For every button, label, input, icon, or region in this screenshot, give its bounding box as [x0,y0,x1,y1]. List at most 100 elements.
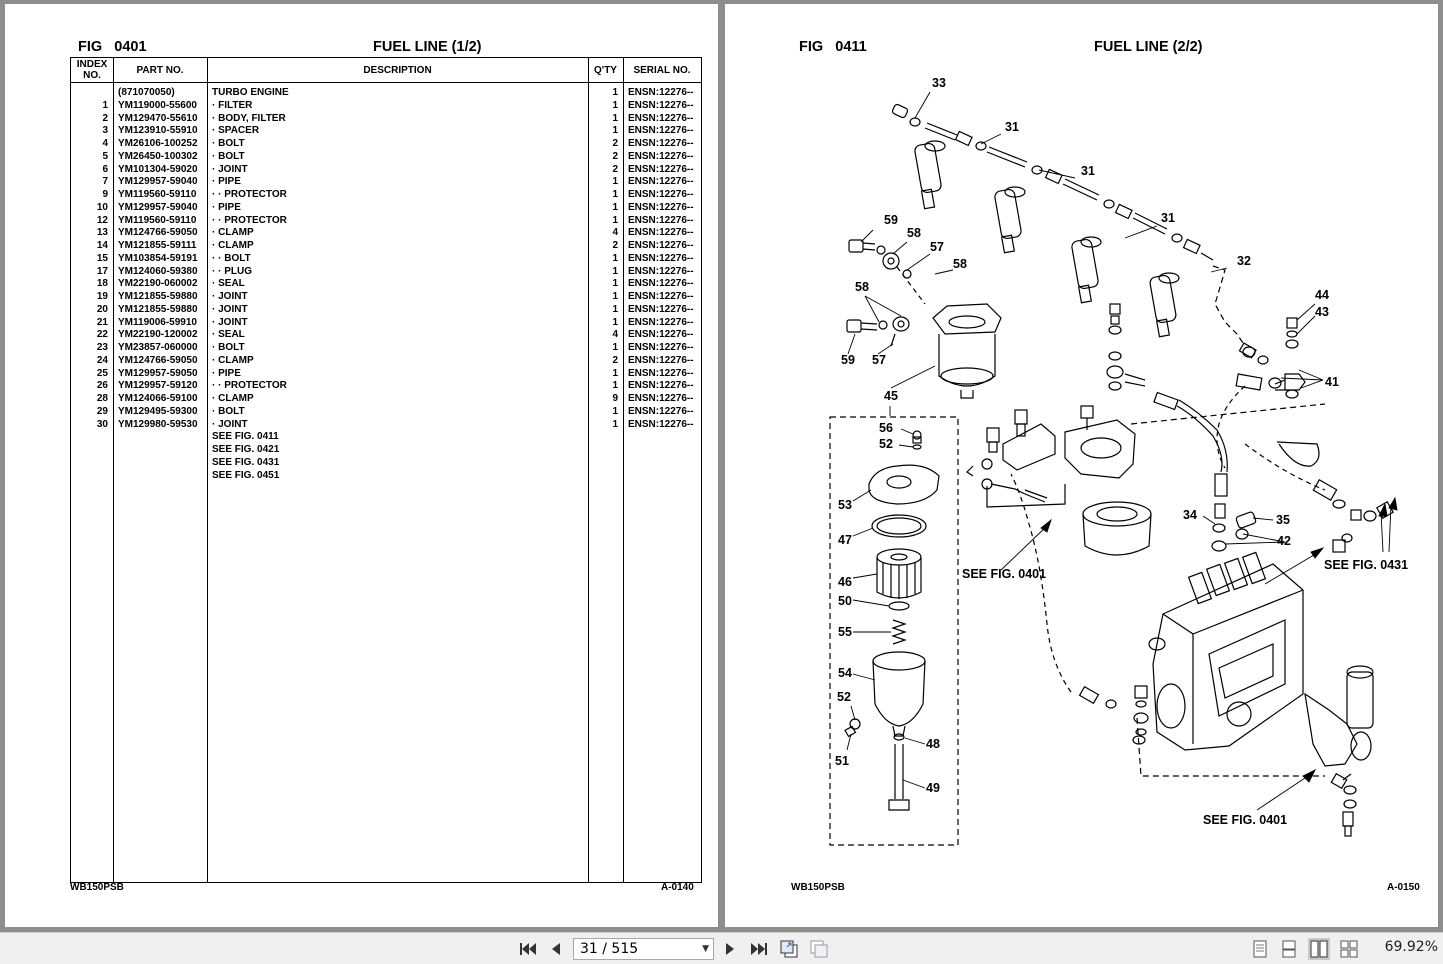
serial-cell: ENSN:12276-- [628,354,694,366]
two-page-view-button[interactable] [1308,938,1330,960]
serial-cell: ENSN:12276-- [628,278,694,290]
serial-cell: ENSN:12276-- [628,99,694,111]
description-cell: · BODY, FILTER [212,112,286,124]
part-number-cell: YM26450-100302 [118,150,198,162]
quantity-cell: 9 [612,393,618,404]
index-cell: 17 [96,265,108,277]
index-cell: 7 [102,176,108,188]
left-page: FIG 0401 FUEL LINE (1/2) INDEX NO. PART … [5,4,718,927]
last-page-button[interactable] [749,939,769,959]
callout-43: 43 [1315,305,1329,319]
serial-cell: ENSN:12276-- [628,342,694,353]
serial-cell: ENSN:12276-- [628,393,694,404]
viewer-toolbar: 31 / 515 ▼ 69.92% [0,932,1443,964]
parts-table: INDEX NO. PART NO. DESCRIPTION Q'TY SERI… [70,57,702,883]
description-cell: · · PROTECTOR [212,380,287,392]
callout-34: 34 [1183,508,1197,522]
footer-model: WB150PSB [70,882,124,893]
fig-number: 0411 [835,39,867,55]
chevron-down-icon[interactable]: ▼ [702,944,709,954]
description-cell: · BOLT [212,138,245,149]
see-fig-0401-label: SEE FIG. 0401 [962,567,1047,581]
single-page-view-button[interactable] [1249,938,1271,960]
index-cell: 14 [96,240,108,251]
index-cell: 10 [96,201,108,213]
description-cell: · BOLT [212,150,245,162]
two-page-continuous-view-button[interactable] [1338,938,1360,960]
first-page-button[interactable] [518,939,538,959]
part-number-cell: YM124766-59050 [118,354,198,366]
header-index: INDEX NO. [76,59,108,81]
rotate-back-button[interactable] [779,939,799,959]
serial-cell: ENSN:12276-- [628,201,694,213]
rotate-forward-button[interactable] [809,939,829,959]
index-cell: 29 [96,405,108,417]
quantity-cell: 1 [612,87,618,98]
description-cell: · CLAMP [212,227,254,239]
table-row: SEE FIG. 0431 [71,457,701,470]
exploded-box [829,416,959,846]
prev-page-button[interactable] [546,939,566,959]
serial-cell: ENSN:12276-- [628,150,694,162]
part-number-cell: YM119560-59110 [118,189,197,200]
right-page: FIG 0411 FUEL LINE (2/2) [725,4,1438,927]
table-row: SEE FIG. 0421 [71,444,701,457]
see-fig-0401-label: SEE FIG. 0401 [1203,813,1288,827]
fig-label: FIG 0401 [78,39,147,55]
serial-cell: ENSN:12276-- [628,303,694,315]
serial-cell: ENSN:12276-- [628,112,694,124]
index-cell: 12 [96,214,108,226]
part-number-cell: YM101304-59020 [118,163,198,175]
continuous-view-button[interactable] [1278,938,1300,960]
zoom-level[interactable]: 69.92% [1384,939,1438,955]
description-cell: · CLAMP [212,354,254,366]
serial-cell: ENSN:12276-- [628,380,694,392]
callout-56: 56 [879,421,893,435]
callout-42: 42 [1277,534,1291,548]
serial-cell: ENSN:12276-- [628,329,694,341]
part-number-cell: YM22190-120002 [118,329,198,341]
index-cell: 26 [96,380,108,392]
two-page-continuous-icon [1340,940,1358,958]
last-page-icon [751,943,767,955]
quantity-cell: 1 [612,214,618,226]
serial-cell: ENSN:12276-- [628,214,694,226]
rotate-forward-icon [810,940,828,958]
quantity-cell: 1 [612,278,618,290]
index-cell: 19 [96,291,108,302]
index-cell: 2 [102,112,108,124]
index-cell: 3 [102,125,108,137]
quantity-cell: 1 [612,176,618,188]
injectors-group [914,140,1180,338]
callout-51: 51 [835,754,849,768]
serial-cell: ENSN:12276-- [628,316,694,328]
part-number-cell: YM129957-59120 [118,380,198,392]
callout-31: 31 [1081,164,1095,178]
description-cell: · JOINT [212,163,248,175]
quantity-cell: 2 [612,138,618,149]
index-cell: 6 [102,163,108,175]
callout-50: 50 [838,594,852,608]
header-qty: Q'TY [594,64,617,76]
index-cell: 24 [96,354,108,366]
callout-48: 48 [926,737,940,751]
page-number-field[interactable]: 31 / 515 ▼ [573,938,714,960]
serial-cell: ENSN:12276-- [628,163,694,175]
index-cell: 1 [102,99,108,111]
callout-52: 52 [879,437,893,451]
callout-33: 33 [932,76,946,90]
description-cell: · JOINT [212,316,248,328]
next-page-button[interactable] [720,939,740,959]
callout-35: 35 [1276,513,1290,527]
